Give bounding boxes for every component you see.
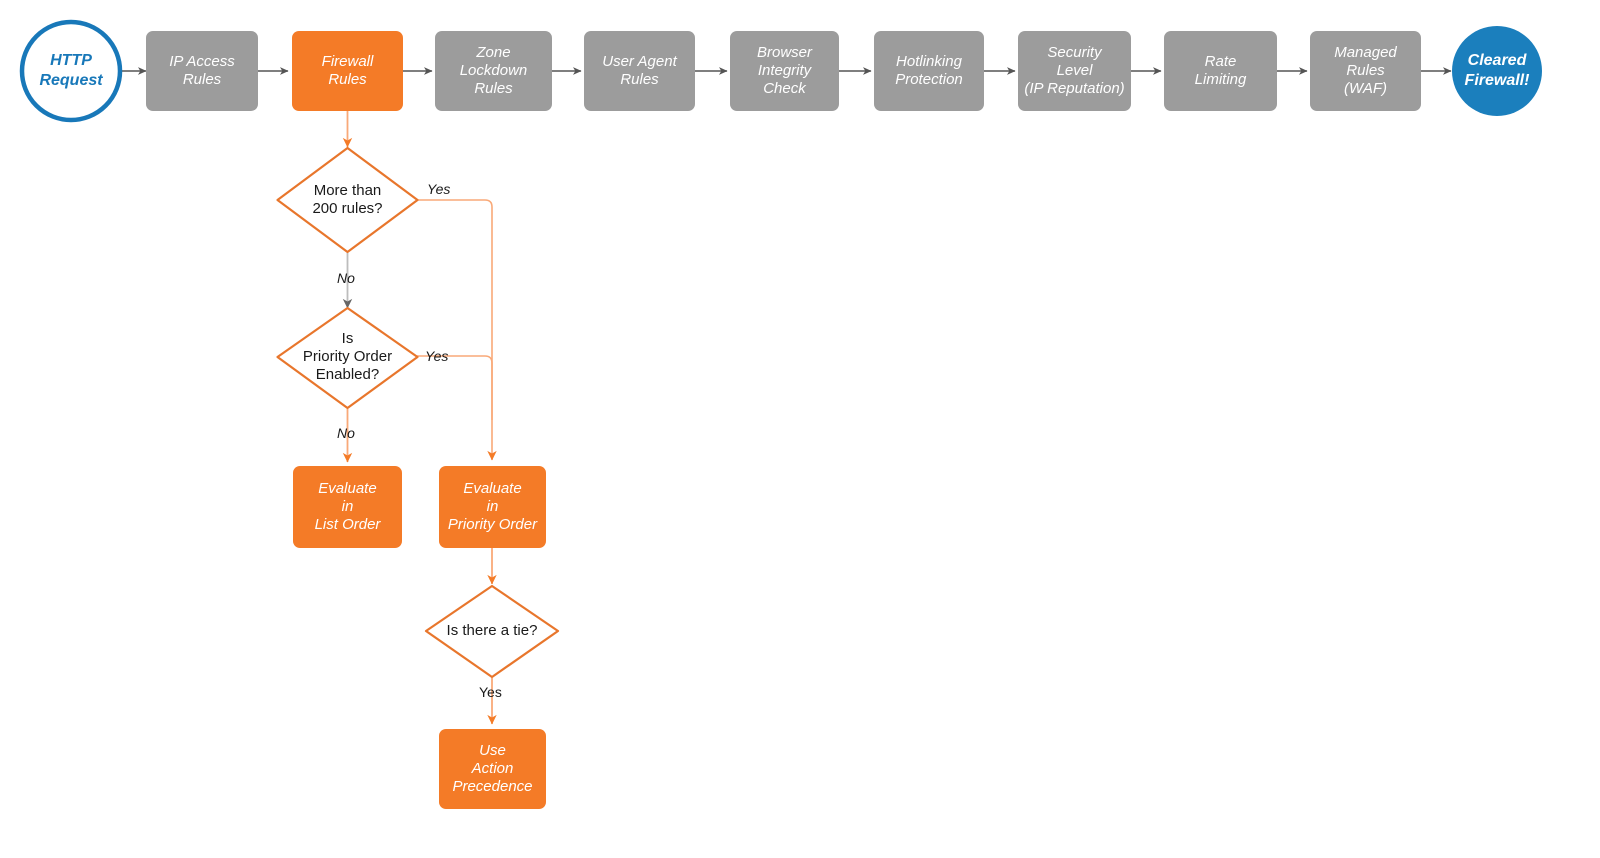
node-http-request <box>19 19 123 123</box>
edge-priority-yes-to-priority-order <box>417 355 493 420</box>
node-zone-lockdown-rules <box>435 31 552 111</box>
node-security-level <box>1018 31 1131 111</box>
node-evaluate-in-list-order <box>293 466 402 548</box>
node-is-priority-order-enabled <box>276 306 419 410</box>
node-managed-rules-waf <box>1310 31 1421 111</box>
node-more-than-200-rules <box>276 146 419 254</box>
node-cleared-firewall <box>1452 26 1542 116</box>
node-is-there-a-tie <box>424 584 560 679</box>
node-ip-access-rules <box>146 31 258 111</box>
node-firewall-rules <box>292 31 403 111</box>
node-user-agent-rules <box>584 31 695 111</box>
node-evaluate-in-priority-order <box>439 466 546 548</box>
node-rate-limiting <box>1164 31 1277 111</box>
node-use-action-precedence <box>439 729 546 809</box>
node-browser-integrity-check <box>730 31 839 111</box>
edge-more200-yes-to-priority-order <box>417 199 497 461</box>
node-hotlinking-protection <box>874 31 984 111</box>
